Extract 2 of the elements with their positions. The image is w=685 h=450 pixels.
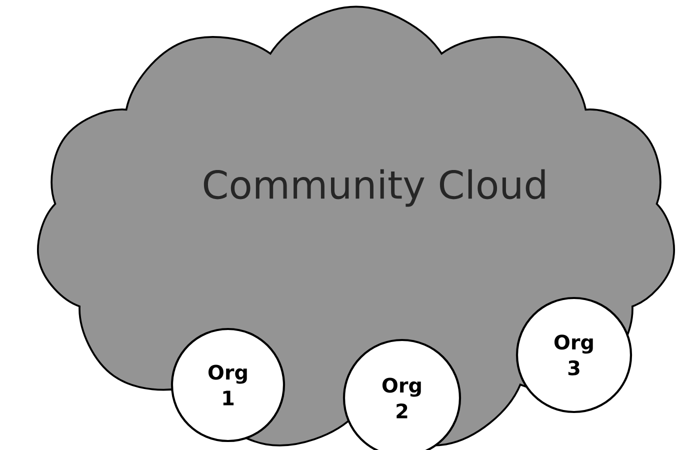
node-label: Org 1 (208, 364, 247, 406)
cloud-title: Community Cloud (204, 169, 545, 207)
